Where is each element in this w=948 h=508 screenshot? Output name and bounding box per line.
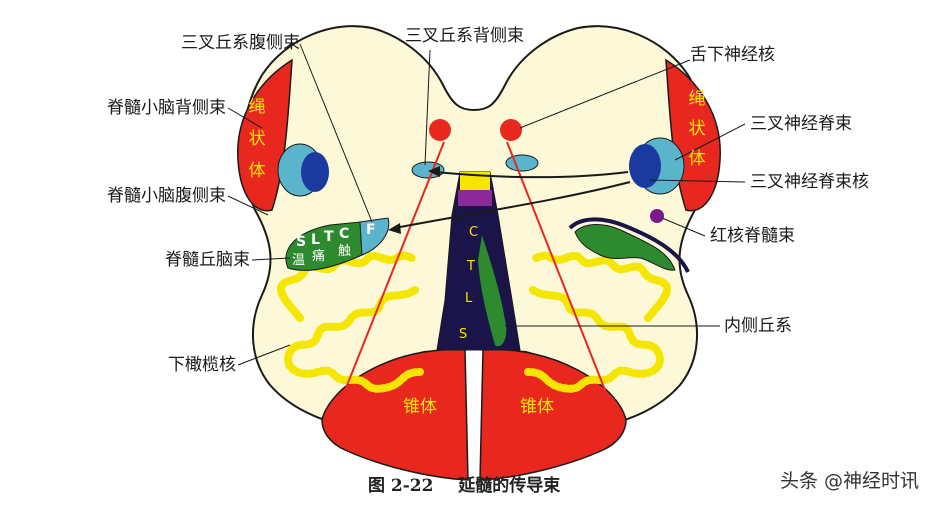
hypoglossal-nucleus-left [429,119,451,141]
restiform-left-char-1: 绳 [249,97,266,117]
label-trigeminal-dorsal: 三叉丘系背侧束 [405,26,524,46]
label-hypoglossal-nucleus: 舌下神经核 [690,45,775,65]
figure-title: 延髓的传导束 [458,476,561,496]
spinothalamic-word-touch: 触 [338,244,351,259]
label-rubrospinal: 红核脊髓束 [710,226,795,246]
rubrospinal-dot [650,209,664,223]
leader-lines [227,43,746,366]
spinothalamic-letter-f: F [366,222,376,238]
lemniscus-letter-t: T [466,259,475,274]
lemniscus-letter-s: S [459,327,467,342]
right-lemniscus-green [574,224,676,271]
restiform-right-char-3: 体 [689,149,706,169]
trigeminal-dorsal-arrowhead [428,166,440,177]
restiform-left-char-3: 体 [249,161,266,181]
trigeminal-dorsal-arrow [434,171,629,179]
hypoglossal-nucleus-right [500,119,522,141]
spinothalamic-letter-c: C [339,226,349,242]
corticospinal-line-right [506,141,621,429]
label-ventral-spinocerebellar: 脊髓小脑腹侧束 [107,186,226,206]
trigeminal-ventral-arrow [394,181,631,229]
spinal-trigeminal-nucleus-right [629,144,661,188]
right-dark-rim [568,217,690,273]
corticospinal-line-left [329,141,445,429]
trigeminal-dorsal-right [505,154,539,172]
pyramid-right-label: 锥体 [520,397,554,417]
label-inferior-olive: 下橄榄核 [168,355,236,375]
spinothalamic-letter-s: S [296,234,306,250]
watermark: 头条 @神经时讯 [780,470,920,492]
spinothalamic-letter-l: L [311,232,320,248]
trigeminal-ventral-area [359,217,390,256]
trigeminal-ventral-arrowhead [388,223,401,234]
corticospinal-arrow-left [325,418,336,432]
spinal-trigeminal-nucleus-left [301,152,329,192]
label-spinal-trigeminal-tract: 三叉神经脊束 [750,114,852,134]
label-spinothalamic: 脊髓丘脑束 [165,250,250,270]
figure-number: 图 2-22 [368,476,434,496]
spinothalamic-word-pain: 痛 [312,248,325,264]
lemniscus-purple-band [458,190,492,206]
label-trigeminal-ventral: 三叉丘系腹侧束 [181,33,300,53]
label-dorsal-spinocerebellar: 脊髓小脑背侧束 [107,98,226,118]
spinothalamic-letter-t: T [324,229,334,245]
lemniscus-letter-l: L [465,291,473,306]
corticospinal-arrow-right [614,418,625,432]
lemniscus-green-strip [478,235,507,347]
lemniscus-letter-c: C [469,225,478,240]
spinothalamic-word-temp: 温 [292,253,305,268]
label-medial-lemniscus: 内侧丘系 [724,316,792,336]
figure-caption: 图 2-22 延髓的传导束 [368,471,560,496]
pyramid-left-label: 锥体 [403,397,437,417]
restiform-right-char-2: 状 [689,119,706,139]
restiform-left-char-2: 状 [249,129,266,149]
label-spinal-trigeminal-nucleus: 三叉神经脊束核 [750,172,869,192]
restiform-right-char-1: 绳 [689,89,706,109]
